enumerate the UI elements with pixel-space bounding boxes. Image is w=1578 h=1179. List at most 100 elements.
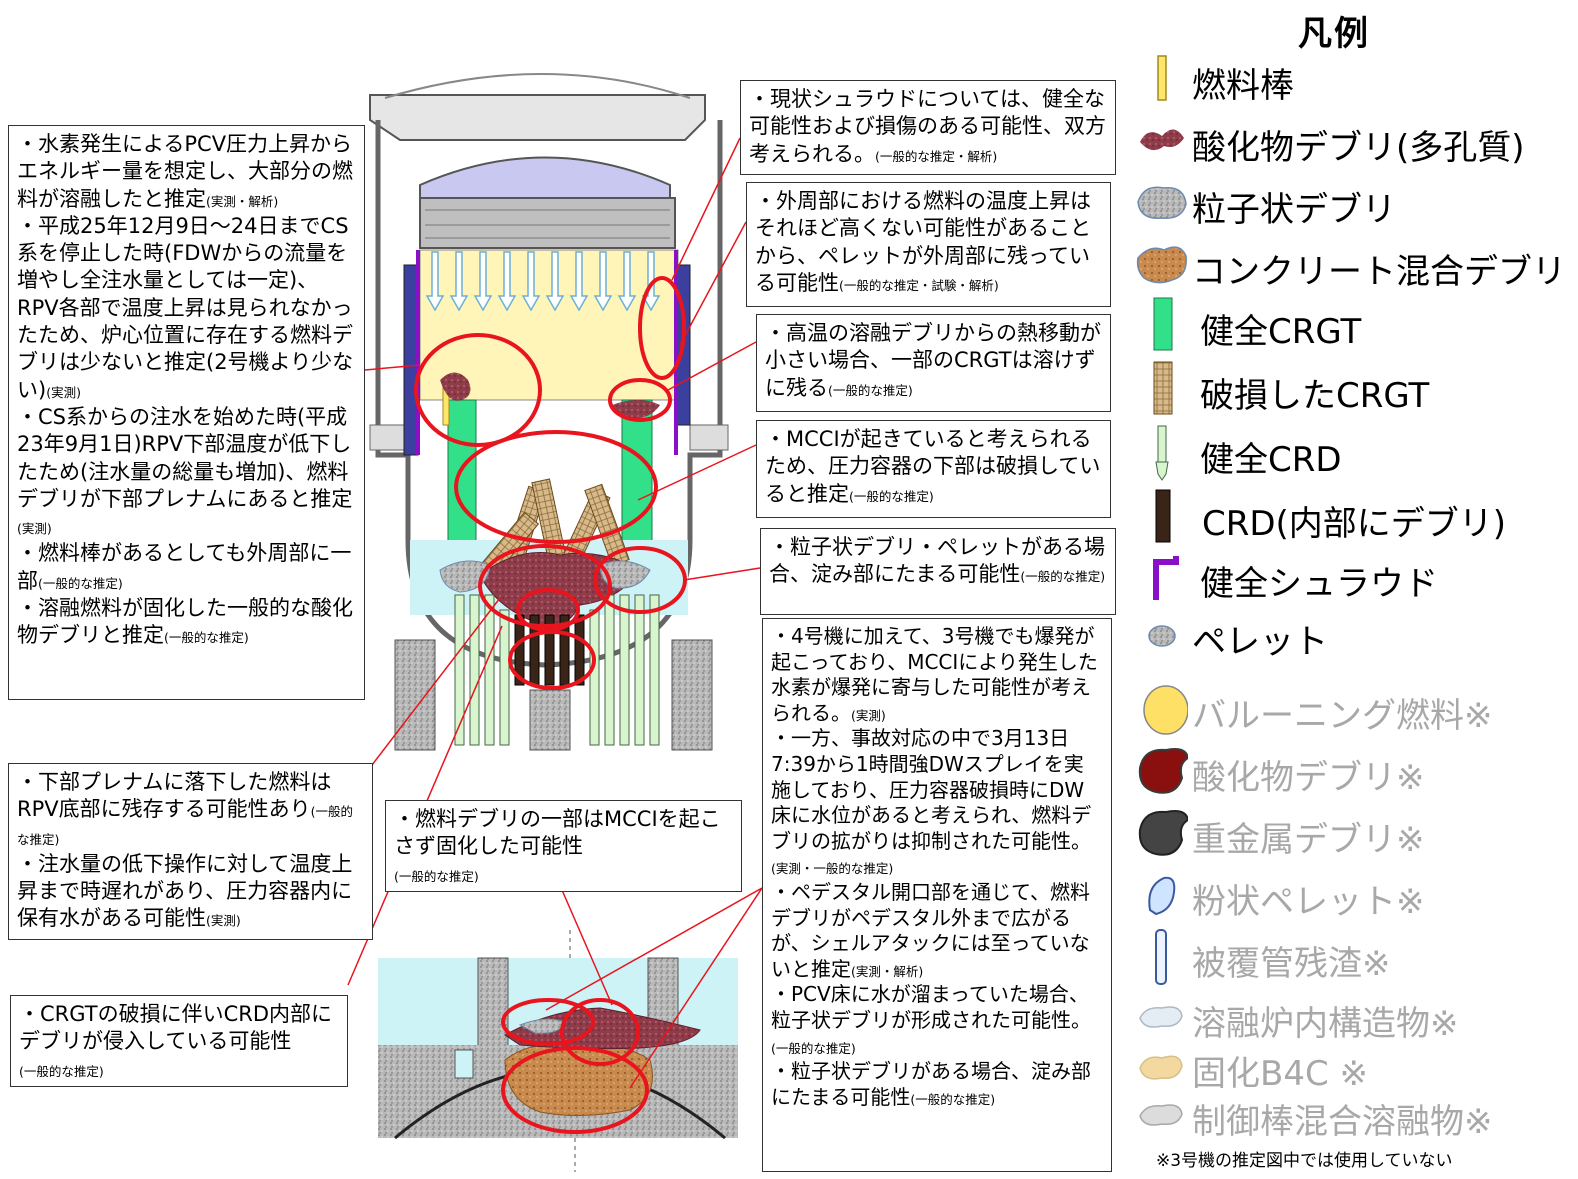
legend-label: 粒子状デブリ [1192,190,1396,230]
molten-internals-icon [1139,1006,1183,1028]
right-box-2: ・高温の溶融デブリからの熱移動が小さい場合、一部のCRGTは溶けずに残る(一般的… [756,314,1111,412]
legend-item-pellet: ペレット [1128,606,1578,664]
pcv-floor-inset [378,930,738,1172]
left-box-top: ・水素発生によるPCV圧力上昇からエネルギー量を想定し、大部分の燃料が溶融したと… [8,125,365,700]
legend-item-intact-shroud: 健全シュラウド [1128,548,1578,606]
legend-item-particulate-debris: 粒子状デブリ [1128,174,1578,232]
left-top-line-2: ・CS系からの注水を始めた時(平成23年9月1日)RPV下部温度が低下したため(… [17,404,353,537]
legend-label: 健全CRGT [1200,312,1362,352]
legend-label: 溶融炉内構造物※ [1192,1004,1459,1044]
legend-label: 燃料棒 [1192,66,1294,106]
control-rod-melt-icon [1139,1104,1183,1126]
right-1-line-0: ・外周部における燃料の温度上昇はそれほど高くない可能性があることから、ペレットが… [755,189,1091,295]
right-box-1: ・外周部における燃料の温度上昇はそれほど高くない可能性があることから、ペレットが… [746,182,1111,307]
right-box-3: ・MCCIが起きていると考えられるため、圧力容器の下部は破損していると推定(一般… [756,420,1111,518]
legend-item-fuel-rod: 燃料棒 [1128,50,1578,108]
right-0-line-0: ・現状シュラウドについては、健全な可能性および損傷のある可能性、双方考えられる。… [749,87,1106,166]
intact-crd-icon [1155,425,1169,481]
legend-item-cladding-residue: 被覆管残渣※ [1128,928,1578,986]
left-top-line-4: ・溶融燃料が固化した一般的な酸化物デブリと推定(一般的な推定) [17,596,353,648]
left-bottom-line-0: ・CRGTの破損に伴いCRD内部にデブリが侵入している可能性(一般的な推定) [19,1002,333,1079]
legend-label: CRD(内部にデブリ) [1202,504,1507,544]
legend-label: 破損したCRGT [1200,376,1430,416]
legend: 凡例 燃料棒 酸化物デブリ(多孔質) 粒子状デブリ コンクリート混合デブリ 健全… [1128,0,1578,1179]
powder-pellet-icon [1148,876,1176,916]
damaged-crgt-icon [1153,361,1173,415]
oxide-debris-porous-icon [1140,129,1184,151]
right-box-0: ・現状シュラウドについては、健全な可能性および損傷のある可能性、双方考えられる。… [740,80,1116,175]
legend-item-intact-crd: 健全CRD [1128,424,1578,482]
legend-item-control-rod-melt: 制御棒混合溶融物※ [1128,1086,1578,1144]
pedestal-left [394,639,436,751]
legend-item-crd-with-debris: CRD(内部にデブリ) [1128,488,1578,546]
cladding-residue-icon [1155,929,1167,985]
crd-housings [454,594,660,746]
steam-separator [419,197,676,249]
center-line-0: ・燃料デブリの一部はMCCIを起こさず固化した可能性(一般的な推定) [394,807,721,884]
legend-item-concrete-mixed-debris: コンクリート混合デブリ [1128,236,1578,294]
intact-crgt-icon [1153,297,1173,351]
legend-label: 健全CRD [1200,440,1342,480]
legend-item-molten-internals: 溶融炉内構造物※ [1128,988,1578,1046]
heavy-metal-debris-icon [1138,810,1188,856]
ballooning-fuel-icon [1143,685,1188,735]
steam-dryer [419,156,671,199]
right-box-4: ・粒子状デブリ・ペレットがある場合、淀み部にたまる可能性(一般的な推定) [760,528,1116,615]
flow-arrows [425,251,661,312]
legend-label: 固化B4C ※ [1192,1054,1368,1094]
fuel-rod-icon [1157,55,1167,101]
legend-title: 凡例 [1298,14,1370,54]
right-3-line-0: ・MCCIが起きていると考えられるため、圧力容器の下部は破損していると推定(一般… [765,427,1101,506]
right-5-line-1: ・一方、事故対応の中で3月13日7:39から1時間強DWスプレイを実施しており、… [771,726,1092,877]
pedestal-right [671,639,713,751]
legend-item-solidified-b4c: 固化B4C ※ [1128,1038,1578,1096]
legend-label: コンクリート混合デブリ [1192,252,1566,292]
highlight-ellipses [414,276,687,1134]
right-4-line-0: ・粒子状デブリ・ペレットがある場合、淀み部にたまる可能性(一般的な推定) [769,535,1106,587]
legend-item-oxide-debris-porous: 酸化物デブリ(多孔質) [1128,112,1578,170]
legend-item-heavy-metal-debris: 重金属デブリ※ [1128,804,1578,862]
legend-label: バルーニング燃料※ [1192,696,1493,736]
left-box-bottom: ・CRGTの破損に伴いCRD内部にデブリが侵入している可能性(一般的な推定) [10,995,348,1087]
right-5-line-2: ・ペデスタル開口部を通じて、燃料デブリがペデスタル外まで広がるが、シェルアタック… [771,879,1090,981]
left-top-line-1: ・平成25年12月9日～24日までCS系を停止した時(FDWからの流量を増やし全… [17,213,354,402]
legend-item-ballooning-fuel: バルーニング燃料※ [1128,680,1578,738]
particulate-debris-right [599,560,651,589]
left-top-line-0: ・水素発生によるPCV圧力上昇からエネルギー量を想定し、大部分の燃料が溶融したと… [17,132,353,211]
core-fuel-zone [419,249,679,401]
legend-item-oxide-debris: 酸化物デブリ※ [1128,742,1578,800]
pedestal-center [529,689,571,751]
legend-label: 被覆管残渣※ [1192,944,1391,984]
left-mid-line-0: ・下部プレナムに落下した燃料はRPV底部に残存する可能性あり(一般的な推定) [17,770,354,847]
oxide-debris-upper [440,372,471,401]
left-mid-line-1: ・注水量の低下操作に対して温度上昇まで時遅れがあり、圧力容器内に保有水がある可能… [17,851,353,931]
concrete-mixed-debris-icon [1136,246,1187,284]
right-box-5: ・4号機に加えて、3号機でも爆発が起こっており、MCCIにより発生した水素が爆発… [762,618,1112,1172]
legend-label: 健全シュラウド [1200,564,1438,604]
legend-label: 重金属デブリ※ [1192,820,1425,860]
concrete-mixed-debris-floor [504,1043,653,1117]
oxide-debris-icon [1138,748,1188,794]
legend-label: 酸化物デブリ※ [1192,758,1425,798]
legend-footnote: ※3号機の推定図中では使用していない [1156,1151,1453,1171]
legend-label: ペレット [1192,622,1328,662]
oxide-debris-right [612,400,660,419]
legend-label: 制御棒混合溶融物※ [1192,1102,1493,1142]
intact-shroud-icon [1153,556,1179,600]
jet-pump-left [403,264,419,456]
legend-item-powder-pellet: 粉状ペレット※ [1128,866,1578,924]
core-shroud [416,250,678,455]
right-5-line-3: ・PCV床に水が溜まっていた場合、粒子状デブリが形成された可能性。(一般的な推定… [771,982,1091,1056]
particulate-debris-icon [1137,186,1187,219]
legend-label: 粉状ペレット※ [1192,882,1425,922]
left-top-line-3: ・燃料棒があるとしても外周部に一部(一般的な推定) [17,541,352,593]
right-5-line-0: ・4号機に加えて、3号機でも爆発が起こっており、MCCIにより発生した水素が爆発… [771,624,1098,725]
solidified-b4c-icon [1139,1055,1183,1080]
crd-with-debris-icon [1155,489,1171,543]
right-2-line-0: ・高温の溶融デブリからの熱移動が小さい場合、一部のCRGTは溶けずに残る(一般的… [765,321,1101,400]
legend-item-damaged-crgt: 破損したCRGT [1128,360,1578,418]
left-box-mid: ・下部プレナムに落下した燃料はRPV底部に残存する可能性あり(一般的な推定) ・… [8,763,373,940]
center-box: ・燃料デブリの一部はMCCIを起こさず固化した可能性(一般的な推定) [385,800,742,892]
separator-grid [425,209,670,239]
legend-item-intact-crgt: 健全CRGT [1128,296,1578,354]
